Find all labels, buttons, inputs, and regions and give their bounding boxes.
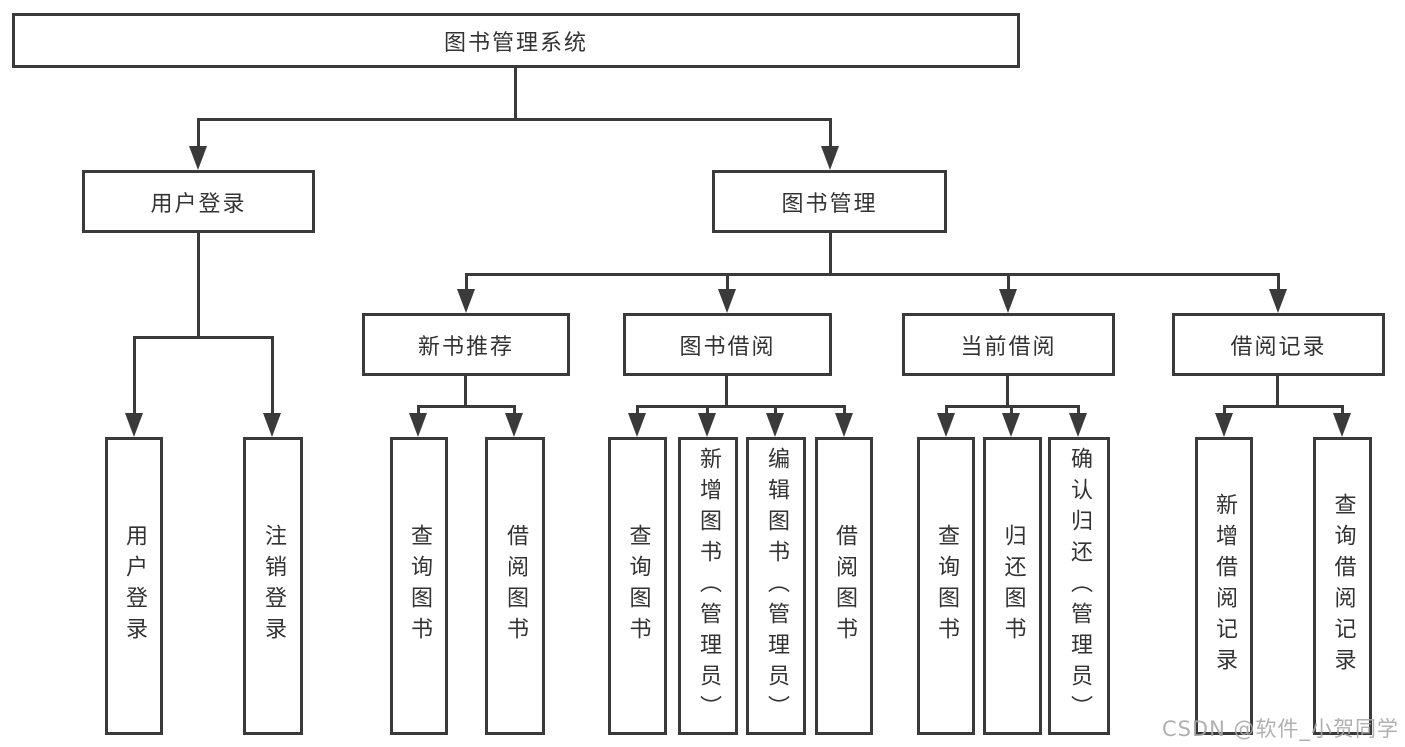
connector-drop bbox=[513, 405, 516, 413]
leaf-current-query-books: 查询图书 bbox=[917, 437, 975, 735]
node-label: 当前借阅 bbox=[960, 334, 1057, 360]
connector-drop bbox=[1341, 405, 1344, 413]
connector-drop bbox=[843, 405, 846, 413]
leaf-newbook-borrow-books: 借阅图书 bbox=[485, 437, 545, 735]
connector-drop bbox=[133, 336, 136, 413]
arrow-down-icon bbox=[1215, 413, 1233, 437]
csdn-watermark: CSDN @软件_小贺同学 bbox=[1161, 717, 1399, 741]
leaf-current-return-books: 归还图书 bbox=[983, 437, 1042, 735]
connector-userlogin-stem bbox=[197, 233, 200, 336]
arrow-down-icon bbox=[1069, 413, 1087, 437]
node-new-book-recommend: 新书推荐 bbox=[362, 313, 570, 376]
arrow-down-icon bbox=[125, 413, 143, 437]
arrow-down-icon bbox=[766, 413, 784, 437]
connector-drop bbox=[829, 118, 832, 146]
node-label: 新书推荐 bbox=[417, 334, 514, 360]
connector-userlogin-rail bbox=[133, 336, 274, 339]
connector-drop bbox=[271, 336, 274, 413]
connector-drop bbox=[774, 405, 777, 413]
connector-stem bbox=[464, 376, 467, 405]
arrow-down-icon bbox=[999, 289, 1017, 313]
connector-rail bbox=[418, 405, 516, 408]
arrow-down-icon bbox=[1333, 413, 1351, 437]
connector-drop bbox=[197, 118, 200, 146]
node-label: 图书借阅 bbox=[679, 334, 776, 360]
node-label: 新增借阅记录 bbox=[1212, 493, 1237, 679]
node-current-borrow: 当前借阅 bbox=[902, 313, 1115, 376]
node-label: 查询图书 bbox=[625, 524, 651, 648]
leaf-records-query-record: 查询借阅记录 bbox=[1313, 437, 1372, 735]
leaf-borrow-add-books-admin: 新增图书（管理员） bbox=[678, 437, 738, 735]
node-label: 查询图书 bbox=[407, 524, 432, 648]
connector-stem bbox=[1276, 376, 1279, 405]
connector-level3-rail bbox=[465, 273, 1279, 276]
connector-drop bbox=[726, 273, 729, 289]
connector-level2-rail bbox=[197, 118, 832, 121]
node-label: 用户登录 bbox=[122, 524, 147, 648]
node-book-borrow: 图书借阅 bbox=[623, 313, 832, 376]
connector-drop bbox=[1223, 405, 1226, 413]
arrow-down-icon bbox=[189, 146, 207, 170]
node-user-login: 用户登录 bbox=[82, 170, 315, 233]
leaf-borrow-edit-books-admin: 编辑图书（管理员） bbox=[746, 437, 806, 735]
connector-stem bbox=[1006, 376, 1009, 405]
node-label: 归还图书 bbox=[1000, 524, 1026, 648]
connector-drop bbox=[1007, 273, 1010, 289]
arrow-down-icon bbox=[937, 413, 955, 437]
node-label: 用户登录 bbox=[150, 191, 247, 217]
node-book-management: 图书管理 bbox=[712, 170, 947, 233]
connector-drop bbox=[706, 405, 709, 413]
leaf-borrow-borrow-books: 借阅图书 bbox=[815, 437, 873, 735]
leaf-current-confirm-return-admin: 确认归还（管理员） bbox=[1048, 437, 1110, 735]
arrow-down-icon bbox=[698, 413, 716, 437]
arrow-down-icon bbox=[718, 289, 736, 313]
node-borrow-records: 借阅记录 bbox=[1172, 313, 1385, 376]
arrow-down-icon bbox=[263, 413, 281, 437]
connector-root-stem bbox=[514, 68, 517, 118]
arrow-down-icon bbox=[1002, 413, 1020, 437]
leaf-borrow-query-books: 查询图书 bbox=[608, 437, 667, 735]
connector-drop bbox=[1010, 405, 1013, 413]
arrow-down-icon bbox=[505, 413, 523, 437]
node-label: 借阅图书 bbox=[503, 524, 528, 648]
node-label: 新增图书（管理员） bbox=[696, 446, 721, 726]
connector-bookmgmt-stem bbox=[829, 233, 832, 273]
node-label: 借阅图书 bbox=[832, 524, 857, 648]
connector-rail bbox=[636, 405, 846, 408]
arrow-down-icon bbox=[457, 289, 475, 313]
node-label: 注销登录 bbox=[261, 524, 286, 648]
leaf-user-login: 用户登录 bbox=[105, 437, 163, 735]
node-label: 图书管理系统 bbox=[443, 30, 588, 56]
connector-drop bbox=[417, 405, 420, 413]
arrow-down-icon bbox=[835, 413, 853, 437]
connector-drop bbox=[636, 405, 639, 413]
arrow-down-icon bbox=[1269, 289, 1287, 313]
leaf-records-add-record: 新增借阅记录 bbox=[1195, 437, 1253, 735]
connector-drop bbox=[1277, 273, 1280, 289]
connector-drop bbox=[1077, 405, 1080, 413]
connector-drop bbox=[945, 405, 948, 413]
arrow-down-icon bbox=[628, 413, 646, 437]
connector-rail bbox=[1223, 405, 1344, 408]
node-library-management-system: 图书管理系统 bbox=[12, 13, 1020, 68]
connector-drop bbox=[465, 273, 468, 289]
node-label: 借阅记录 bbox=[1230, 334, 1327, 360]
leaf-newbook-query-books: 查询图书 bbox=[390, 437, 448, 735]
node-label: 编辑图书（管理员） bbox=[764, 446, 789, 726]
arrow-down-icon bbox=[821, 146, 839, 170]
node-label: 查询借阅记录 bbox=[1330, 493, 1356, 679]
node-label: 图书管理 bbox=[781, 191, 878, 217]
connector-stem bbox=[725, 376, 728, 405]
node-label: 查询图书 bbox=[934, 524, 959, 648]
node-label: 确认归还（管理员） bbox=[1067, 446, 1092, 726]
leaf-logout: 注销登录 bbox=[243, 437, 303, 735]
arrow-down-icon bbox=[409, 413, 427, 437]
